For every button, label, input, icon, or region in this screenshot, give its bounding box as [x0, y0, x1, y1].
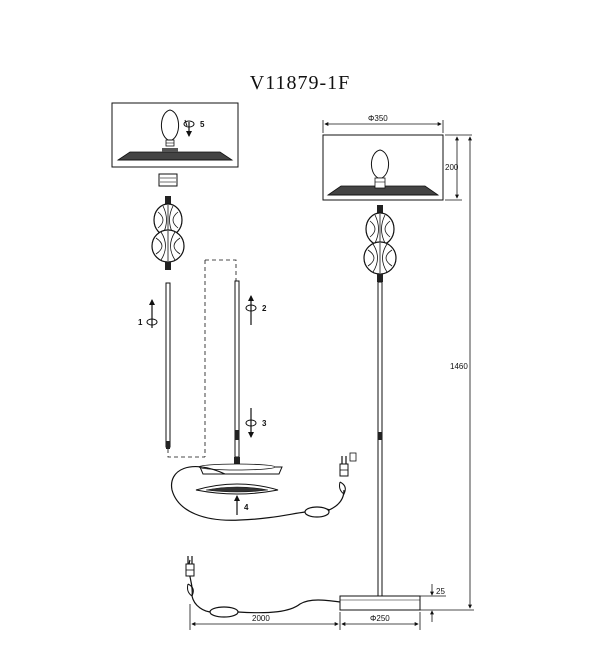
dim-base-diameter: [339, 612, 421, 630]
bulb-rotate-icon: [183, 119, 195, 137]
base-height-label: 25: [436, 587, 445, 596]
assembled-spheres: [363, 205, 397, 282]
plug-icon: [349, 452, 357, 462]
step-4-label: 4: [244, 503, 249, 512]
assembled-cord: [185, 556, 341, 618]
dim-base-height: [420, 584, 446, 622]
shade-height-label: 200: [445, 163, 459, 172]
exploded-spheres: [151, 196, 185, 270]
dim-cord-length: [189, 604, 339, 630]
dim-shade-height: [445, 134, 472, 201]
step-2-indicator: [245, 295, 257, 325]
guide-dashed-top: [205, 259, 237, 290]
step-5-label: 5: [200, 120, 205, 129]
step-2-label: 2: [262, 304, 267, 313]
assembled-lampshade: [322, 134, 444, 201]
base-diameter-label: Φ250: [370, 614, 390, 623]
step-1-label: 1: [138, 318, 143, 327]
exploded-cord: [170, 456, 349, 521]
assembled-bulb-icon: [371, 149, 389, 189]
step-3-label: 3: [262, 419, 267, 428]
pole-segment-lower: [234, 280, 240, 464]
pole-segment-upper: [165, 282, 171, 449]
total-height-label: 1460: [450, 362, 468, 371]
exploded-lampshade: [111, 102, 239, 168]
dim-total-height: [420, 136, 474, 611]
assembled-base: [339, 595, 421, 611]
guide-dashed-bottom: [167, 449, 205, 458]
step-3-indicator: [245, 408, 257, 438]
step-1-indicator: [146, 299, 158, 328]
socket-part: [158, 173, 178, 187]
model-title: V11879-1F: [249, 72, 351, 94]
assembled-pole: [377, 281, 383, 597]
dim-shade-diameter: [322, 120, 444, 133]
cord-length-label: 2000: [252, 614, 270, 623]
shade-diameter-label: Φ350: [368, 114, 388, 123]
bulb-icon: [161, 109, 179, 152]
